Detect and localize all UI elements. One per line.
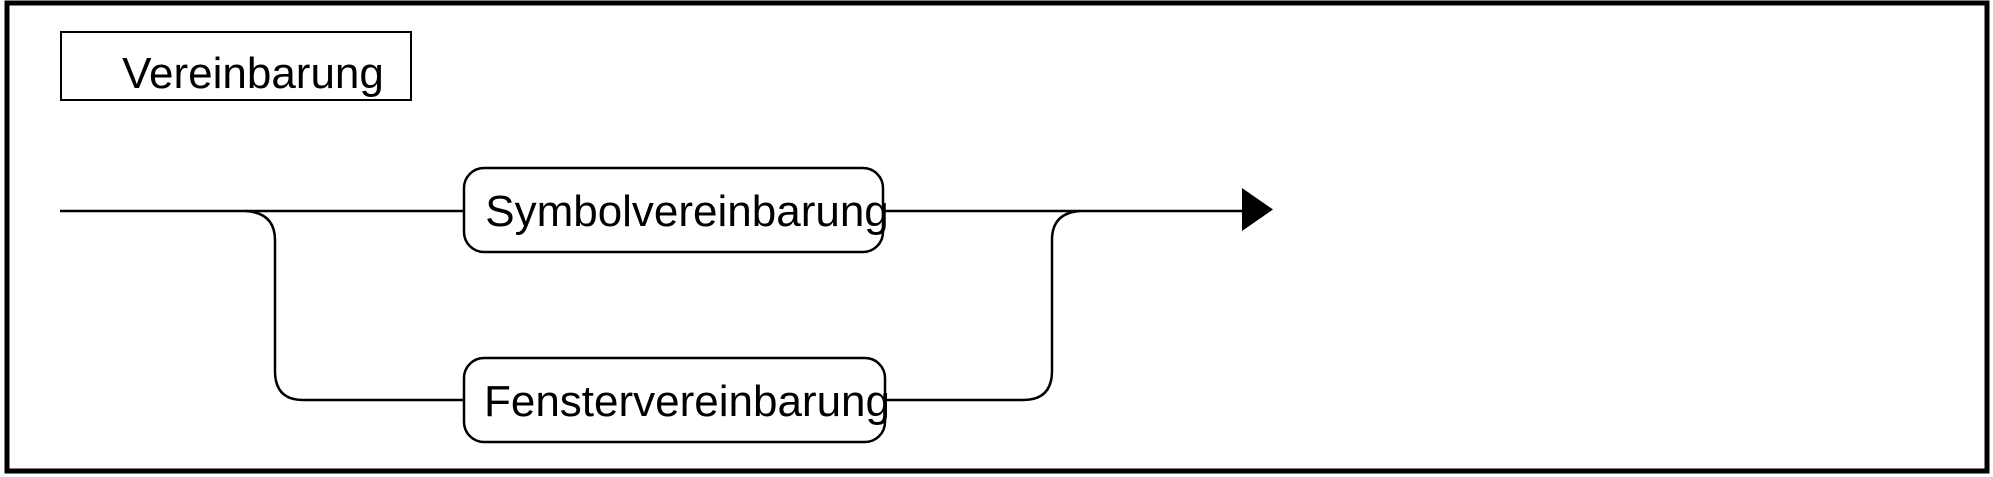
node-symbolvereinbarung-box bbox=[462, 166, 885, 254]
title-box bbox=[60, 31, 412, 101]
branch-split-line bbox=[245, 209, 304, 402]
diagram-title: Vereinbarung bbox=[122, 49, 384, 98]
branch-merge-line bbox=[1022, 209, 1081, 402]
arrowhead-icon bbox=[1242, 188, 1273, 231]
node-symbolvereinbarung-label: Symbolvereinbarung bbox=[485, 187, 889, 236]
diagram-frame-border bbox=[4, 0, 1990, 474]
node-fenstervereinbarung-box bbox=[462, 356, 887, 444]
node-fenstervereinbarung-label: Fenstervereinbarung bbox=[484, 377, 890, 426]
